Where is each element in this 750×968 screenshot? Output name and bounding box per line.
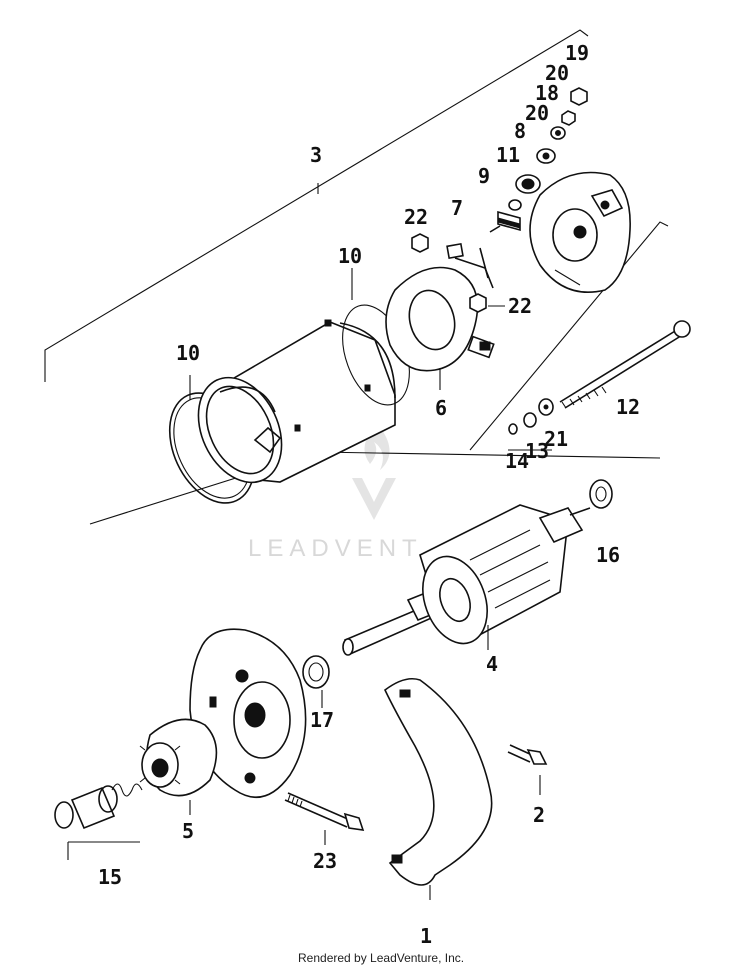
callout-15: 15 <box>98 865 122 889</box>
part-15-stopper-spring <box>54 783 143 860</box>
callout-3: 3 <box>310 143 322 167</box>
part-11-bushing <box>515 174 541 194</box>
part-5-drive-pinion <box>139 718 218 815</box>
callout-18: 18 <box>535 81 559 105</box>
part-7-brush-arm <box>446 225 501 289</box>
part-22-nuts <box>411 233 505 313</box>
callout-labels: 1 2 3 4 5 6 7 8 9 10 10 11 12 13 14 15 1… <box>98 41 640 948</box>
callout-22-right: 22 <box>508 294 532 318</box>
end-cover <box>529 171 631 294</box>
part-17-washer <box>302 655 330 708</box>
callout-4: 4 <box>486 652 498 676</box>
drive-housing <box>189 628 307 799</box>
watermark-text: LEADVENT <box>248 535 423 562</box>
callout-20-top: 20 <box>545 61 569 85</box>
callout-16: 16 <box>596 543 620 567</box>
callout-8: 8 <box>514 119 526 143</box>
part-9-washer <box>497 199 522 232</box>
part-23-bolt <box>284 792 365 845</box>
callout-12: 12 <box>616 395 640 419</box>
yoke-housing <box>197 319 396 484</box>
part-2-bolt <box>507 744 548 795</box>
terminal-hardware <box>536 87 588 164</box>
part-1-cover <box>383 677 493 900</box>
callout-1: 1 <box>420 924 432 948</box>
callout-5: 5 <box>182 819 194 843</box>
part-16-washer <box>589 479 613 509</box>
callout-9: 9 <box>478 164 490 188</box>
callout-2: 2 <box>533 803 545 827</box>
callout-21: 21 <box>544 427 568 451</box>
callout-14: 14 <box>505 449 529 473</box>
part-6-brush-holder <box>385 266 495 390</box>
parts-13-14-21-washers <box>508 398 554 435</box>
callout-17: 17 <box>310 708 334 732</box>
part-4-armature <box>342 504 591 656</box>
footer-credit: Rendered by LeadVenture, Inc. <box>298 951 464 965</box>
callout-10-left: 10 <box>176 341 200 365</box>
callout-13: 13 <box>525 439 549 463</box>
callout-10-right: 10 <box>338 244 362 268</box>
callout-7: 7 <box>451 196 463 220</box>
callout-23: 23 <box>313 849 337 873</box>
watermark: LEADVENT <box>248 430 423 562</box>
callout-20-lower: 20 <box>525 101 549 125</box>
callout-22-top: 22 <box>404 205 428 229</box>
callout-19: 19 <box>565 41 589 65</box>
callout-6: 6 <box>435 396 447 420</box>
callout-11: 11 <box>496 143 520 167</box>
part-12-through-bolt <box>559 320 691 409</box>
